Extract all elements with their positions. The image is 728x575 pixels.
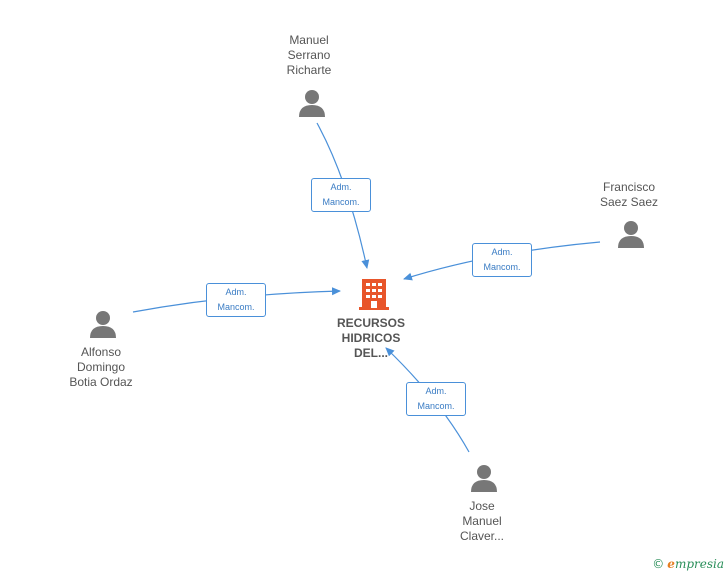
company-name-line-1: RECURSOS <box>336 316 405 330</box>
person-name-line: Manuel <box>289 33 329 47</box>
copyright-symbol: © <box>652 557 665 571</box>
person-name-manuel[interactable]: Manuel Serrano Richarte <box>249 33 369 78</box>
role-line: Mancom. <box>417 401 455 411</box>
brand-watermark: ©empresia <box>652 557 724 571</box>
person-name-line: Domingo <box>76 360 126 374</box>
role-label-francisco: Adm. Mancom. <box>472 243 532 277</box>
role-line: Mancom. <box>217 302 255 312</box>
person-icon[interactable] <box>469 463 499 493</box>
role-label-manuel: Adm. Mancom. <box>311 178 371 212</box>
person-name-line: Serrano <box>287 48 331 62</box>
person-name-line: Francisco <box>602 180 655 194</box>
company-name-line-2: HIDRICOS <box>341 331 401 345</box>
person-icon[interactable] <box>297 88 327 118</box>
role-line: Adm. <box>225 287 247 297</box>
person-name-line: Claver... <box>459 529 504 543</box>
brand-initial: e <box>667 557 675 571</box>
company-name-line-3: DEL... <box>353 346 388 360</box>
role-line: Mancom. <box>483 262 521 272</box>
brand-name: mpresia <box>674 557 724 571</box>
person-name-alfonso[interactable]: Alfonso Domingo Botia Ordaz <box>41 345 161 390</box>
person-name-line: Saez Saez <box>599 195 659 209</box>
building-icon[interactable] <box>359 278 389 310</box>
company-name[interactable]: RECURSOS HIDRICOS DEL... <box>311 316 431 361</box>
person-name-line: Manuel <box>462 514 502 528</box>
person-icon[interactable] <box>616 219 646 249</box>
role-label-alfonso: Adm. Mancom. <box>206 283 266 317</box>
role-line: Adm. <box>491 247 513 257</box>
role-line: Adm. <box>330 182 352 192</box>
role-label-jose: Adm. Mancom. <box>406 382 466 416</box>
role-line: Adm. <box>425 386 447 396</box>
person-name-line: Alfonso <box>80 345 122 359</box>
person-name-francisco[interactable]: Francisco Saez Saez <box>569 180 689 210</box>
role-line: Mancom. <box>322 197 360 207</box>
person-name-line: Richarte <box>286 63 332 77</box>
person-icon[interactable] <box>88 309 118 339</box>
person-name-line: Botia Ordaz <box>69 375 133 389</box>
person-name-line: Jose <box>469 499 495 513</box>
person-name-jose[interactable]: Jose Manuel Claver... <box>422 499 542 544</box>
